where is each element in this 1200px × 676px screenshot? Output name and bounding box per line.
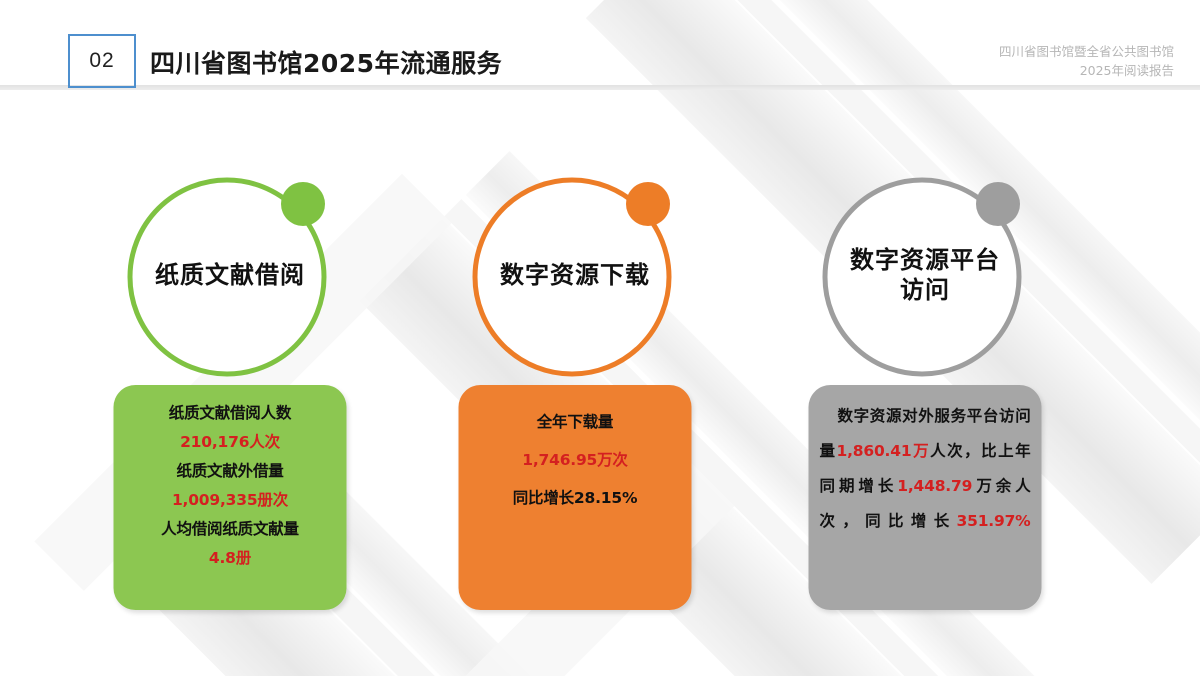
- ring-title-line2: 访问: [900, 275, 950, 304]
- report-subtitle-line1: 四川省图书馆暨全省公共图书馆: [998, 44, 1174, 59]
- column-platform-visits: 数字资源平台 访问 数字资源对外服务平台访问量1,860.41万人次，比上年同期…: [775, 160, 1075, 630]
- card-line-mixed: 同比增长28.15%: [470, 479, 681, 517]
- header-divider: [0, 85, 1200, 90]
- card-line-value: 1,009,335册次: [171, 491, 289, 509]
- report-subtitle: 四川省图书馆暨全省公共图书馆 2025年阅读报告: [874, 42, 1174, 80]
- column-paper-lending: 纸质文献借阅 纸质文献借阅人数 210,176人次 纸质文献外借量 1,009,…: [80, 160, 380, 630]
- ring-title-platform-visits: 数字资源平台 访问: [822, 245, 1028, 305]
- card-line-value: 4.8册: [208, 549, 252, 567]
- flow-part-value: 1,448.79: [897, 477, 973, 495]
- card-line-label: 全年下载量: [536, 413, 614, 431]
- card-line-value: 210,176人次: [180, 433, 280, 451]
- section-number-box: 02: [68, 34, 136, 88]
- card-line-label: 纸质文献借阅人数: [168, 404, 292, 422]
- section-number: 02: [89, 49, 115, 72]
- ring-platform-visits: 数字资源平台 访问: [810, 160, 1040, 390]
- slide-header: 02 四川省图书馆2025年流通服务 四川省图书馆暨全省公共图书馆 2025年阅…: [0, 0, 1200, 92]
- ring-paper-lending: 纸质文献借阅: [115, 160, 345, 390]
- ring-title-digital-download: 数字资源下载: [500, 260, 650, 289]
- card-flow-text: 数字资源对外服务平台访问量1,860.41万人次，比上年同期增长1,448.79…: [820, 399, 1031, 539]
- card-digital-download: 全年下载量 1,746.95万次 同比增长28.15%: [458, 385, 692, 610]
- report-subtitle-line2: 2025年阅读报告: [1079, 63, 1174, 78]
- card-line-mixed-value: 28.15%: [573, 489, 638, 507]
- column-digital-download: 数字资源下载 全年下载量 1,746.95万次 同比增长28.15%: [425, 160, 725, 630]
- flow-part-value: 351.97%: [956, 512, 1031, 530]
- card-platform-visits: 数字资源对外服务平台访问量1,860.41万人次，比上年同期增长1,448.79…: [808, 385, 1042, 610]
- ring-title-paper-lending: 纸质文献借阅: [155, 260, 305, 289]
- ring-digital-download: 数字资源下载: [460, 160, 690, 390]
- card-line-label: 人均借阅纸质文献量: [161, 520, 299, 538]
- card-line-value: 1,746.95万次: [522, 451, 628, 469]
- card-line-mixed-prefix: 同比增长: [512, 489, 574, 507]
- ring-title-line1: 数字资源平台: [850, 245, 1000, 274]
- card-line-label: 纸质文献外借量: [176, 462, 284, 480]
- flow-part-value: 1,860.41万: [836, 442, 931, 460]
- card-paper-lending: 纸质文献借阅人数 210,176人次 纸质文献外借量 1,009,335册次 人…: [113, 385, 347, 610]
- page-title: 四川省图书馆2025年流通服务: [150, 49, 503, 78]
